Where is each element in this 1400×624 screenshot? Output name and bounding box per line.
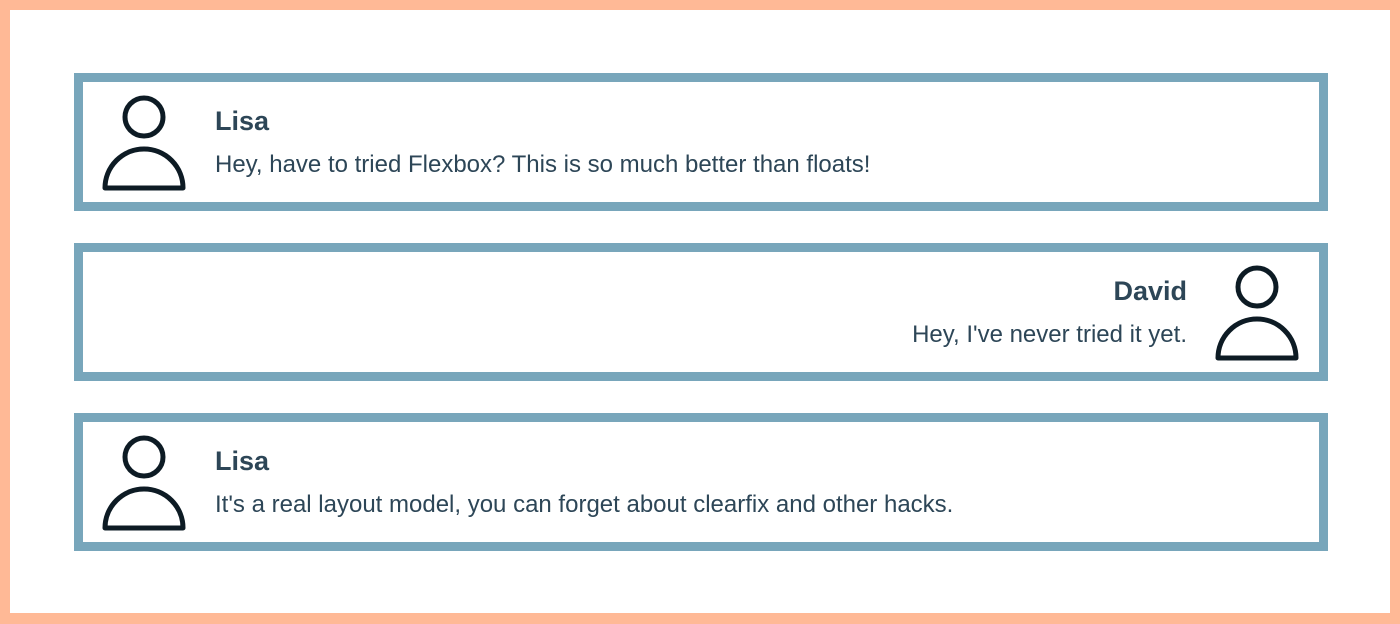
message-sender: Lisa: [215, 445, 270, 476]
page-frame: Lisa Hey, have to tried Flexbox? This is…: [10, 10, 1390, 613]
message-body: David Hey, I've never tried it yet.: [912, 275, 1187, 350]
message-text: It's a real layout model, you can forget…: [215, 490, 954, 518]
message-text: Hey, have to tried Flexbox? This is so m…: [215, 150, 871, 178]
message-sender: David: [1113, 275, 1187, 306]
chat-message: David Hey, I've never tried it yet.: [74, 243, 1328, 381]
message-text: Hey, I've never tried it yet.: [912, 320, 1187, 348]
user-avatar-icon: [102, 93, 186, 191]
person-icon: [102, 435, 186, 531]
user-avatar-icon: [1215, 263, 1299, 361]
chat-message: Lisa Hey, have to tried Flexbox? This is…: [74, 73, 1328, 211]
message-sender: Lisa: [215, 105, 270, 136]
chat-message: Lisa It's a real layout model, you can f…: [74, 413, 1328, 551]
person-icon: [1215, 265, 1299, 361]
user-avatar-icon: [102, 433, 186, 531]
chat-message-list: Lisa Hey, have to tried Flexbox? This is…: [74, 73, 1328, 583]
message-body: Lisa Hey, have to tried Flexbox? This is…: [215, 105, 870, 180]
message-body: Lisa It's a real layout model, you can f…: [215, 445, 953, 520]
person-icon: [102, 95, 186, 191]
